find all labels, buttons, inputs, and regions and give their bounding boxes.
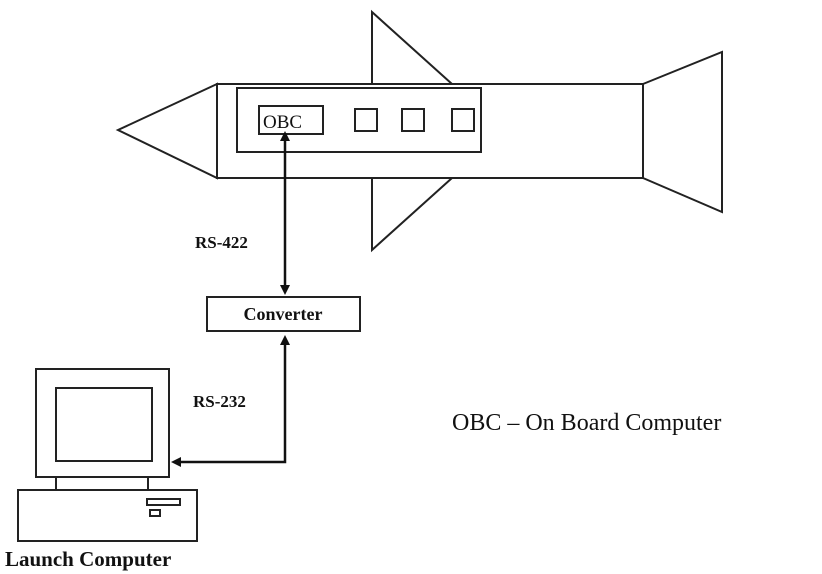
rocket-upper-fin — [372, 12, 452, 84]
rocket — [118, 12, 722, 250]
cpu-case — [18, 490, 197, 541]
cpu-button — [150, 510, 160, 516]
rocket-nose — [118, 84, 217, 178]
monitor-stand — [56, 477, 148, 490]
legend-text: OBC – On Board Computer — [452, 410, 721, 436]
monitor-screen — [56, 388, 152, 461]
rs232-label: RS-232 — [193, 392, 246, 411]
obc-label: OBC — [263, 112, 302, 133]
converter-label: Converter — [244, 304, 323, 324]
rocket-lower-fin — [372, 178, 452, 250]
launch-computer-label: Launch Computer — [5, 547, 171, 571]
rs422-label: RS-422 — [195, 233, 248, 252]
launch-computer-icon — [18, 369, 197, 541]
rocket-tail — [643, 52, 722, 212]
floppy-slot — [147, 499, 180, 505]
